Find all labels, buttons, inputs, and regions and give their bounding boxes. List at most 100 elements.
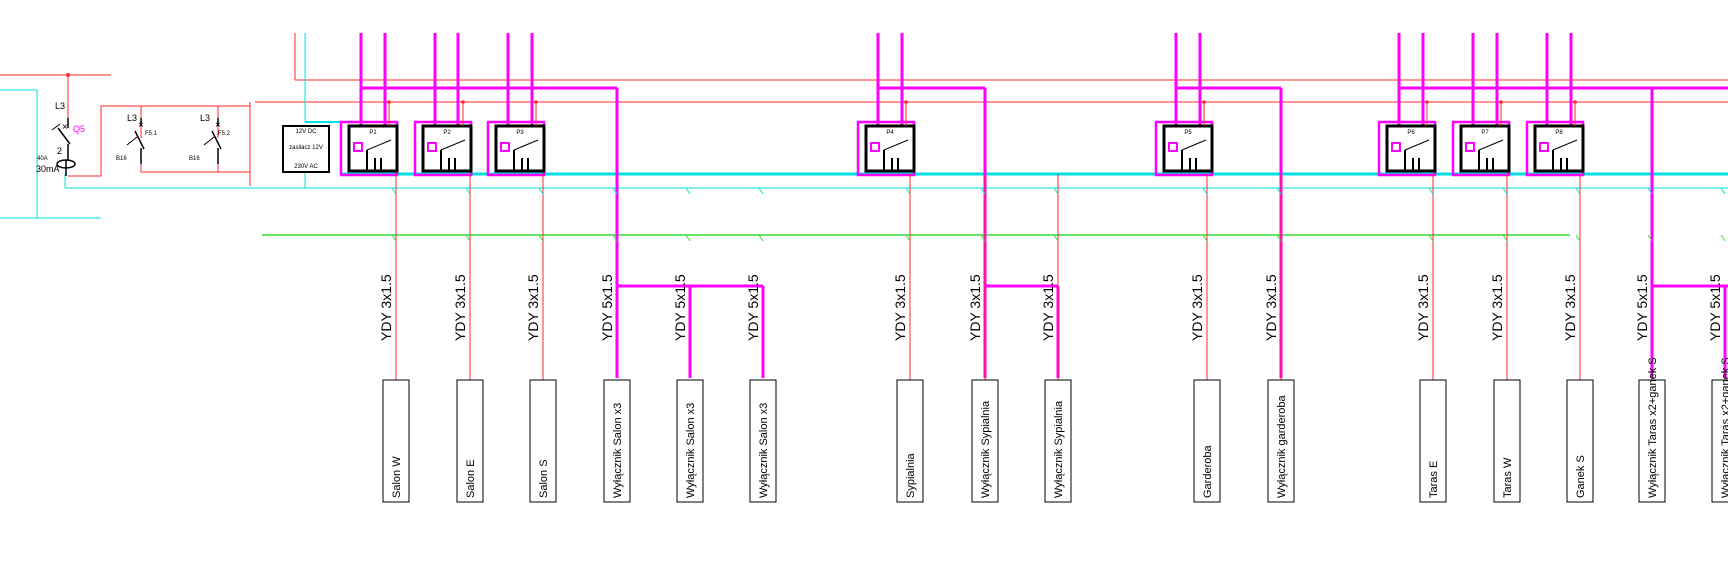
relay-label: P2 <box>443 130 451 136</box>
junction-dot <box>1202 100 1206 104</box>
relay-contact <box>1404 139 1430 151</box>
tick-mark <box>1575 234 1581 242</box>
load-box <box>896 379 924 503</box>
load-label: Wyłącznik Salon x3 <box>758 403 770 498</box>
breaker-x-mark: × <box>215 120 221 131</box>
relay-label: P4 <box>886 130 894 136</box>
load-box <box>1044 379 1072 503</box>
breaker-handle <box>203 136 215 146</box>
power-supply-box <box>282 125 330 173</box>
tick-mark <box>612 187 618 195</box>
cable-label: YDY 3x1.5 <box>1562 274 1578 341</box>
power-supply-name-label: zasilacz 12V <box>289 145 323 151</box>
tick-mark <box>685 234 691 242</box>
load-label: Wyłącznik Sypialnia <box>1053 400 1065 498</box>
tick-mark <box>758 187 764 195</box>
cable-label: YDY 3x1.5 <box>1263 274 1279 341</box>
tick-mark <box>1720 187 1726 195</box>
cable-label: YDY 5x1.5 <box>672 274 688 341</box>
load-label: Sypialnia <box>905 452 917 498</box>
breaker-curve-label: B16 <box>116 156 127 162</box>
breaker-curve-label: B16 <box>189 156 200 162</box>
relay-coil <box>870 142 880 152</box>
rcd-tag-label: Q5 <box>73 124 85 134</box>
load-label: Wyłącznik Salon x3 <box>612 403 624 498</box>
rcd-x-mark: × <box>62 122 68 133</box>
cable-label: YDY 5x1.5 <box>745 274 761 341</box>
relay-label: P8 <box>1555 130 1563 136</box>
relay-contact <box>366 139 392 151</box>
tick-mark <box>1276 234 1282 242</box>
breaker-phase-label: L3 <box>127 113 137 123</box>
relay-coil <box>427 142 437 152</box>
cable-label: YDY 5x1.5 <box>599 274 615 341</box>
tick-mark <box>1428 187 1434 195</box>
junction-dot <box>461 100 465 104</box>
load-box <box>382 379 410 503</box>
junction-dot <box>66 73 70 77</box>
wires-layer <box>0 33 1728 378</box>
cable-label: YDY 3x1.5 <box>1415 274 1431 341</box>
relay-coil <box>1168 142 1178 152</box>
load-label: Wyłącznik Salon x3 <box>685 403 697 498</box>
relay-p3: P3 <box>486 100 546 177</box>
tick-mark <box>538 187 544 195</box>
tick-mark <box>538 234 544 242</box>
tick-mark <box>1202 234 1208 242</box>
rcd-pole-label: 2 <box>57 146 62 156</box>
devices-layer: × × × <box>51 118 222 176</box>
load-label: Garderoba <box>1202 445 1214 498</box>
relay-label: P1 <box>369 130 377 136</box>
tick-mark <box>758 234 764 242</box>
breaker-out-wire <box>218 105 251 186</box>
junction-dot <box>387 100 391 104</box>
relay-contact <box>883 139 909 151</box>
relay-body <box>1162 124 1214 173</box>
load-box <box>529 379 557 503</box>
relay-label: P7 <box>1481 130 1489 136</box>
breaker-f5-2: L3 F5.2 B16 <box>189 113 231 162</box>
relay-coil <box>1391 142 1401 152</box>
cable-label: YDY 3x1.5 <box>892 274 908 341</box>
cable-label: YDY 3x1.5 <box>452 274 468 341</box>
rcd-contact <box>57 127 71 145</box>
tick-mark <box>685 187 691 195</box>
load-label: Salon S <box>538 459 550 498</box>
tick-mark <box>1053 234 1059 242</box>
tick-mark <box>1202 187 1208 195</box>
breaker-out-wire <box>140 164 250 173</box>
tick-mark <box>980 187 986 195</box>
load-box <box>1419 379 1447 503</box>
tick-mark <box>1575 187 1581 195</box>
power-supply-ac-label: 230V AC <box>294 164 318 170</box>
relay-p8: P8 <box>1525 100 1585 177</box>
load-label: Salon W <box>391 456 403 498</box>
cable-label: YDY 3x1.5 <box>1189 274 1205 341</box>
junction-dot <box>534 100 538 104</box>
relay-body <box>1459 124 1511 173</box>
rcd-sensitivity-label: 30mA <box>36 164 60 174</box>
load-label: Salon E <box>465 459 477 498</box>
load-box <box>456 379 484 503</box>
relay-coil <box>1539 142 1549 152</box>
cable-label: YDY 3x1.5 <box>1040 274 1056 341</box>
breaker-symbol: × <box>126 118 145 164</box>
relay-p1: P1 <box>339 100 399 177</box>
load-label: Wyłącznik garderoba <box>1276 395 1288 498</box>
load-box <box>971 379 999 503</box>
rcd-phase-label: L3 <box>55 101 65 111</box>
relay-body <box>347 124 399 173</box>
load-box <box>1638 379 1666 503</box>
junction-dot <box>1573 100 1577 104</box>
breaker-x-mark: × <box>138 120 144 131</box>
load-box <box>1566 379 1594 503</box>
